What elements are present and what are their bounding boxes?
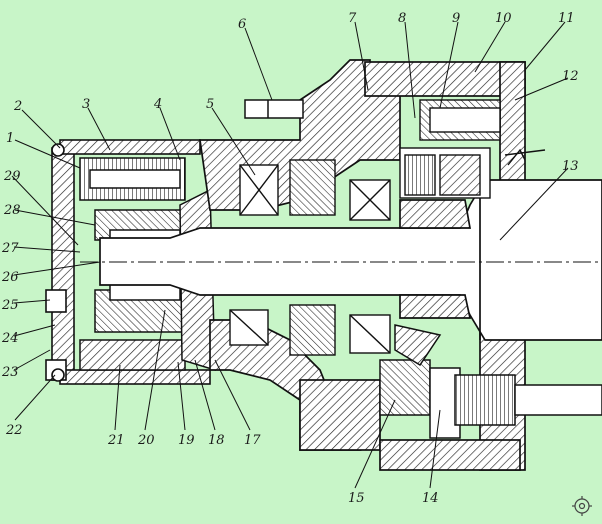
bolt-6 [244, 99, 304, 119]
callout-15: 15 [348, 491, 365, 506]
callout-10: 10 [495, 11, 512, 26]
callout-23: 23 [1, 365, 19, 380]
callout-22: 22 [5, 423, 23, 438]
callout-19: 19 [178, 433, 195, 448]
clutch-assembly [399, 99, 546, 199]
callout-20: 20 [137, 433, 155, 448]
callout-3: 3 [82, 97, 90, 112]
callout-1: 1 [6, 131, 14, 146]
callout-13: 13 [562, 159, 579, 174]
callout-9: 9 [452, 11, 460, 26]
callout-26: 26 [1, 270, 19, 285]
callout-14: 14 [422, 491, 439, 506]
callout-8: 8 [398, 11, 406, 26]
callout-11: 11 [558, 11, 575, 26]
output-assembly [379, 324, 602, 439]
callout-12: 12 [562, 69, 579, 84]
end-cover [45, 139, 211, 385]
callout-6: 6 [238, 17, 246, 32]
leader-lines [11, 21, 569, 489]
callout-5: 5 [206, 97, 214, 112]
callout-28: 28 [3, 203, 21, 218]
callout-21: 21 [107, 433, 125, 448]
bearings [229, 159, 391, 356]
callout-27: 27 [1, 241, 19, 256]
callout-4: 4 [153, 97, 162, 112]
callout-29: 29 [3, 169, 21, 184]
callout-labels: 1 2 3 4 5 6 7 8 9 10 11 12 13 14 15 17 1… [1, 11, 579, 506]
gear-icon [572, 496, 592, 516]
callout-2: 2 [13, 99, 22, 114]
callout-7: 7 [348, 11, 357, 26]
callout-17: 17 [244, 433, 261, 448]
callout-25: 25 [1, 298, 19, 313]
callout-18: 18 [208, 433, 225, 448]
callout-24: 24 [1, 331, 19, 346]
main-shaft [80, 179, 602, 341]
